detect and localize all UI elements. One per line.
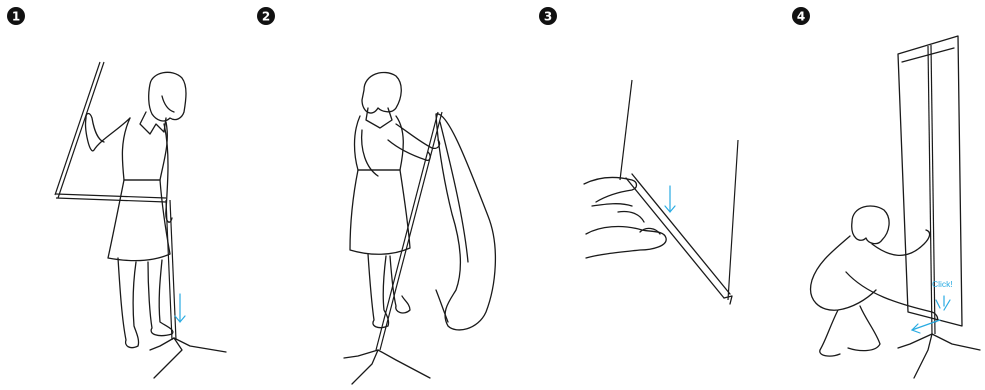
step-4-panel: 4 Click! [792,7,980,378]
step-3-panel: 3 [539,7,738,304]
banner-closeup [620,80,738,304]
step-4-badge: 4 [792,7,810,25]
down-arrow-icon [175,294,185,322]
assembled-banner-stand [898,36,980,378]
folding-pole [55,62,176,340]
step-number: 2 [262,10,270,24]
tripod-base [150,338,226,378]
down-arrow-icon [665,186,675,212]
person-crouching [811,206,938,356]
step-1-badge: 1 [7,7,25,25]
step-2-badge: 2 [257,7,275,25]
step-number: 3 [544,10,552,24]
step-number: 4 [797,10,805,24]
step-number: 1 [12,10,20,24]
step-3-badge: 3 [539,7,557,25]
tripod-base [344,350,430,384]
step-1-panel: 1 [7,7,226,378]
click-label: Click! [932,279,953,289]
person-hanging-banner [350,72,440,327]
step-2-panel: 2 [257,7,495,384]
left-arrow-icon [912,320,940,333]
hands-attaching-clip [584,177,666,258]
banner-fabric [436,114,495,330]
